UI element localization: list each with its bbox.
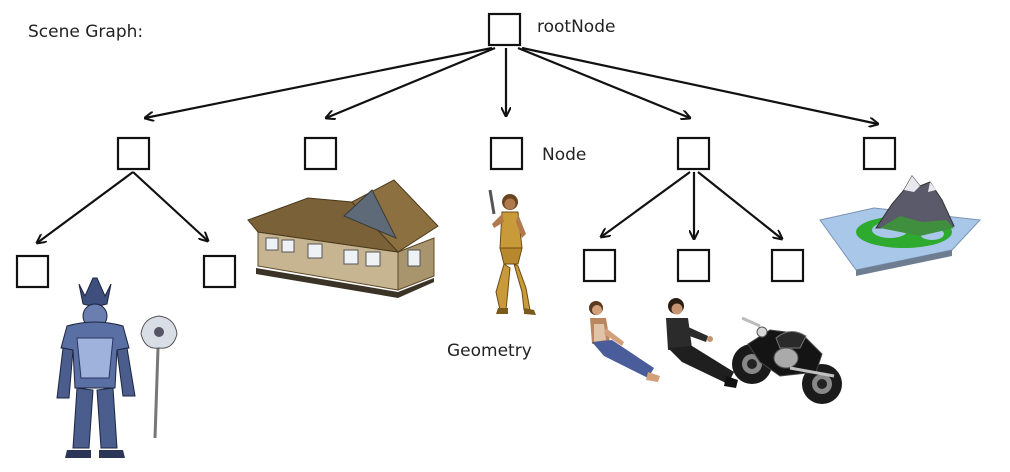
nodes — [15, 12, 897, 289]
geometry-label: Geometry — [447, 341, 532, 361]
edge-root-to-node-5 — [521, 46, 878, 124]
node-1 — [116, 136, 151, 171]
node-4b — [676, 248, 711, 283]
root-node — [487, 12, 522, 47]
node-2 — [303, 136, 338, 171]
edge-node4-to-left — [601, 171, 691, 237]
sitting-woman-icon — [589, 301, 660, 382]
node-3 — [489, 136, 524, 171]
node-4a — [582, 248, 617, 283]
edge-node4-to-right — [697, 171, 782, 239]
node-label: Node — [542, 145, 587, 165]
heroine-figure-icon — [488, 189, 536, 315]
edges — [37, 46, 878, 243]
node-1a — [15, 254, 50, 289]
armored-warrior-icon — [56, 277, 178, 458]
edge-node1-to-right — [132, 171, 208, 241]
sitting-man-icon — [666, 298, 738, 388]
node-4 — [676, 136, 711, 171]
house-model-icon — [247, 179, 439, 298]
motorcycle-icon — [732, 316, 842, 404]
node-4c — [770, 248, 805, 283]
edge-root-to-node-2 — [326, 46, 496, 118]
edge-root-to-node-1 — [145, 46, 493, 118]
edge-root-to-node-4 — [517, 46, 690, 118]
root-node-label: rootNode — [537, 17, 616, 37]
node-5 — [862, 136, 897, 171]
diagram-title: Scene Graph: — [28, 22, 144, 42]
node-1b — [202, 254, 237, 289]
terrain-island-icon — [819, 175, 982, 276]
edge-node1-to-left — [37, 171, 134, 243]
